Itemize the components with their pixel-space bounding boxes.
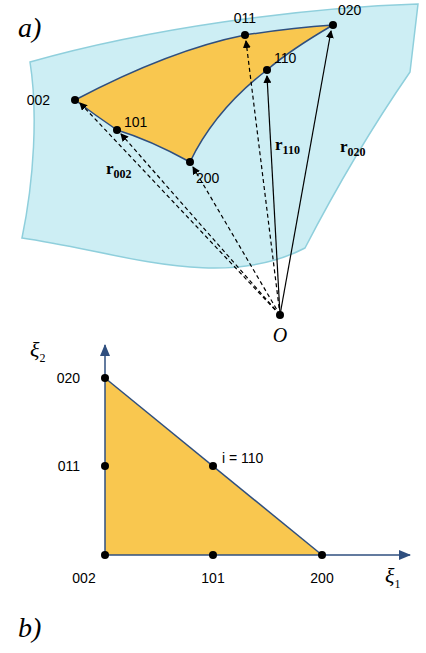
curved-element: [75, 25, 333, 162]
node-label: 002: [27, 93, 50, 107]
reference-triangle: [105, 378, 322, 555]
origin-label: O: [273, 325, 287, 345]
surface: [22, 4, 418, 268]
node-label: i = 110: [222, 451, 263, 465]
vector-label: r110: [275, 136, 300, 156]
part-label: a): [18, 14, 41, 42]
node-label: 011: [58, 459, 80, 473]
node-label: 020: [57, 371, 80, 385]
node-label: 101: [201, 571, 224, 585]
position-vectors: [80, 31, 331, 315]
node-label: 011: [234, 11, 256, 25]
node-label: 200: [196, 171, 219, 185]
node-label: 101: [124, 115, 147, 129]
node-label: 002: [72, 571, 95, 585]
node-label: 020: [338, 3, 361, 17]
hypotenuse: [105, 378, 322, 555]
xi1-axis: [105, 554, 410, 556]
element-nodes: [71, 21, 337, 319]
reference-nodes: [101, 374, 326, 559]
node-label: 110: [274, 51, 296, 65]
part-label: b): [18, 614, 41, 642]
vector-label: r020: [340, 138, 366, 158]
axis-label: ξ2: [30, 339, 45, 364]
axis-label: ξ1: [385, 565, 400, 590]
vector-label: r002: [106, 160, 132, 180]
node-label: 200: [310, 571, 333, 585]
